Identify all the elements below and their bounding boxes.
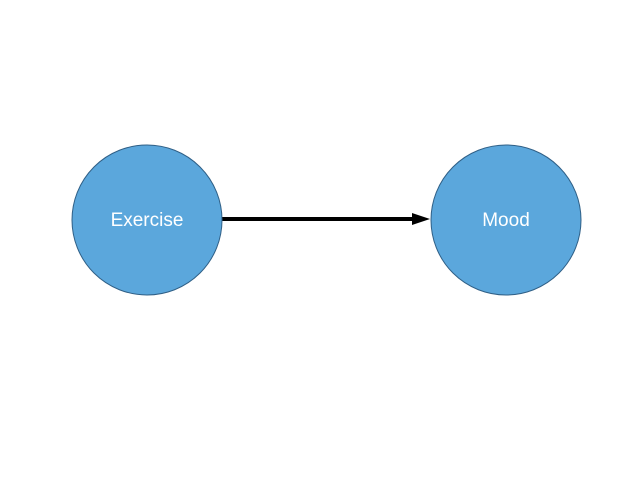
arrowhead-icon (412, 213, 430, 225)
node-exercise[interactable]: Exercise (71, 144, 223, 296)
node-exercise-label: Exercise (111, 210, 184, 231)
node-mood[interactable]: Mood (430, 144, 582, 296)
edge-exercise-to-mood (222, 213, 430, 225)
node-mood-label: Mood (482, 210, 530, 231)
node-exercise-circle (71, 144, 223, 296)
node-mood-circle (430, 144, 582, 296)
